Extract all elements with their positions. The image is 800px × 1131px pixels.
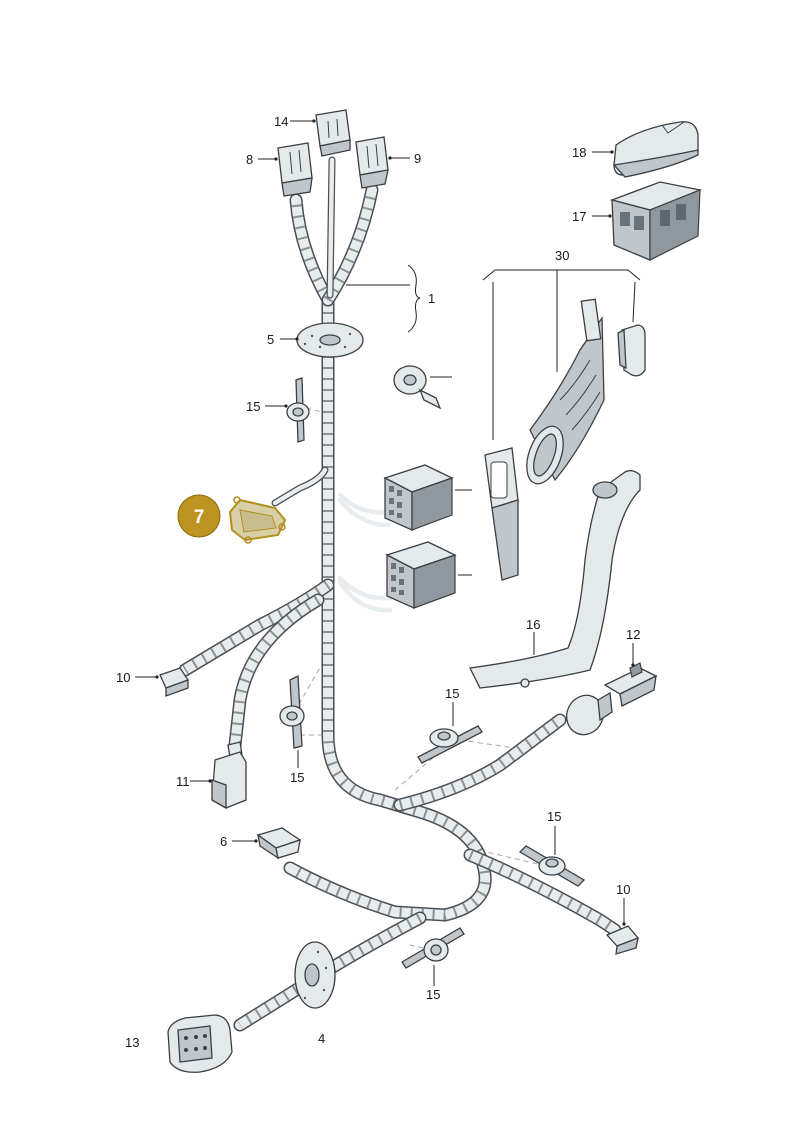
label-part-15-e: 15 — [426, 987, 440, 1002]
label-part-14: 14 — [274, 114, 288, 129]
clip-part-15-c — [417, 725, 483, 764]
grommet-part-4 — [294, 941, 336, 1009]
clip-part-15-b — [279, 674, 305, 749]
connector-part-10-right — [605, 925, 640, 955]
label-part-15-a: 15 — [246, 399, 260, 414]
clip-part-15-e — [401, 927, 465, 969]
connector-part-13 — [167, 1014, 233, 1073]
connector-part-8 — [277, 142, 313, 197]
cover-part-18 — [612, 121, 699, 178]
label-part-8: 8 — [246, 152, 253, 167]
connector-part-6 — [256, 827, 302, 860]
callout-labels: 14 8 9 18 17 30 1 5 15 16 12 10 15 15 11… — [116, 114, 640, 1050]
label-part-15-b: 15 — [290, 770, 304, 785]
connector-mid-lower — [385, 541, 457, 610]
clip-part-15-d — [518, 845, 586, 887]
cap-part-30 — [617, 324, 646, 377]
label-part-6: 6 — [220, 834, 227, 849]
bracket-part-30 — [484, 447, 519, 581]
connector-part-9 — [355, 136, 389, 189]
label-part-10-right: 10 — [616, 882, 630, 897]
connector-part-10-left — [159, 667, 189, 697]
grommet-connector-part-12 — [565, 662, 658, 736]
label-part-18: 18 — [572, 145, 586, 160]
tape-roll — [393, 365, 442, 410]
connector-part-14 — [315, 109, 351, 157]
relay-holder-part-17 — [609, 181, 703, 261]
label-part-17: 17 — [572, 209, 586, 224]
label-part-4: 4 — [318, 1031, 325, 1046]
label-part-13: 13 — [125, 1035, 139, 1050]
label-part-5: 5 — [267, 332, 274, 347]
connector-mid-upper — [383, 464, 454, 532]
label-part-30: 30 — [555, 248, 569, 263]
label-part-11: 11 — [176, 774, 190, 789]
harness-wires — [178, 156, 622, 1032]
badge-number: 7 — [194, 507, 205, 528]
label-part-1: 1 — [428, 291, 435, 306]
label-part-15-c: 15 — [445, 686, 459, 701]
label-part-12: 12 — [626, 627, 640, 642]
label-part-15-d: 15 — [547, 809, 561, 824]
grommet-part-5 — [296, 322, 364, 358]
label-part-10-left: 10 — [116, 670, 130, 685]
clip-part-15-a — [286, 377, 310, 443]
tube-part-16 — [469, 469, 641, 689]
label-part-16: 16 — [526, 617, 540, 632]
label-part-9: 9 — [414, 151, 421, 166]
connector-part-11 — [211, 741, 247, 810]
highlight-badge: 7 — [177, 494, 221, 538]
leader-lines — [135, 119, 641, 986]
bellows-part-30 — [526, 298, 605, 485]
highlighted-part-7 — [228, 496, 287, 544]
